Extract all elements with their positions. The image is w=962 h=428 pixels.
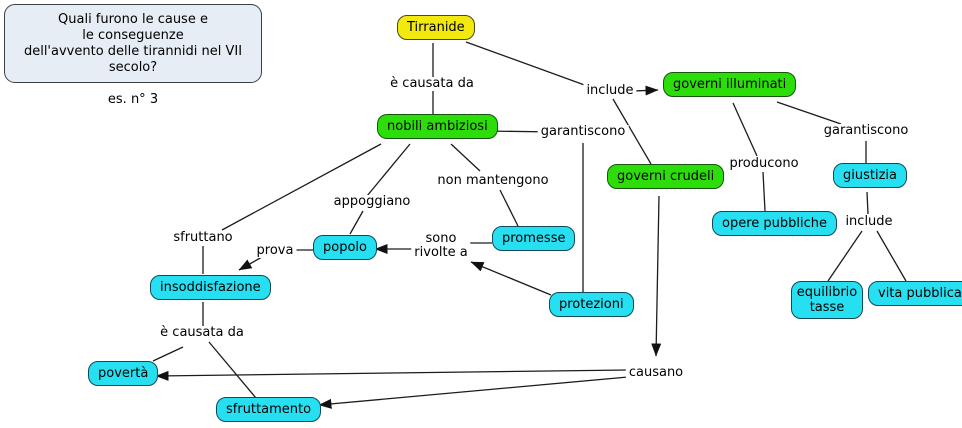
link-label-sono-rivolte-a[interactable]: sono rivolte a: [411, 232, 471, 260]
connector-causata-sfruttamento: [208, 341, 257, 399]
connector-nobili-appoggiano: [366, 143, 411, 197]
connector-appoggiano-popolo: [349, 210, 364, 235]
link-label-include-top[interactable]: include: [583, 84, 637, 98]
connector-include-equilibrio: [827, 230, 863, 282]
node-opere-pubbliche[interactable]: opere pubbliche: [712, 211, 837, 236]
link-label-prova[interactable]: prova: [253, 244, 297, 258]
node-poverta[interactable]: povertà: [88, 361, 159, 386]
link-label-garantiscono-left[interactable]: garantiscono: [537, 125, 629, 139]
node-sfruttamento[interactable]: sfruttamento: [216, 397, 322, 422]
connector-giustizia-include: [866, 191, 869, 215]
link-label-garantiscono-right[interactable]: garantiscono: [820, 124, 912, 138]
node-governi-crudeli[interactable]: governi crudeli: [607, 164, 725, 189]
link-label-non-mantengono[interactable]: non mantengono: [434, 174, 552, 188]
connector-illuminati-garantiscono: [776, 101, 842, 125]
question-exercise-number: es. n° 3: [107, 92, 159, 107]
connector-nobili-nonmantengono: [450, 143, 481, 172]
node-protezioni[interactable]: protezioni: [549, 292, 634, 317]
arrow-include-illuminati: [633, 85, 659, 96]
connector-include-vita: [876, 230, 907, 282]
connector-producono-opere: [762, 171, 766, 212]
node-insoddisfazione[interactable]: insoddisfazione: [150, 275, 271, 300]
link-label-producono[interactable]: producono: [726, 157, 802, 171]
connector-nobili-sfruttano: [221, 143, 382, 231]
node-governi-illuminati[interactable]: governi illuminati: [663, 72, 797, 97]
node-promesse[interactable]: promesse: [492, 226, 576, 251]
link-label-e-causata-da-bottom[interactable]: è causata da: [157, 326, 247, 340]
connector-nonmantengono-promesse: [499, 189, 519, 227]
connector-causata-poverta: [152, 346, 184, 362]
link-label-appoggiano[interactable]: appoggiano: [330, 195, 414, 209]
node-popolo[interactable]: popolo: [313, 235, 377, 260]
link-label-include-right[interactable]: include: [842, 215, 896, 229]
arrow-crudeli-causano: [651, 195, 662, 357]
question-line-2: le conseguenze: [82, 28, 184, 43]
question-line-1: Quali furono le cause e: [58, 12, 208, 27]
link-label-causano[interactable]: causano: [625, 366, 687, 380]
node-equilibrio-tasse[interactable]: equilibrio tasse: [791, 281, 863, 319]
link-label-e-causata-da-top[interactable]: è causata da: [387, 77, 477, 91]
arrow-prova-insoddisfazione: [238, 256, 263, 271]
arrow-causano-sfruttamento: [318, 376, 629, 409]
node-tirranide[interactable]: Tirranide: [397, 15, 475, 40]
arrow-protezioni-rivoltea: [470, 261, 552, 296]
node-nobili-ambiziosi[interactable]: nobili ambiziosi: [377, 114, 498, 139]
question-line-3: dell'avvento delle tirannidi nel VII sec…: [23, 44, 243, 75]
node-giustizia[interactable]: giustizia: [833, 163, 907, 188]
node-vita-pubblica[interactable]: vita pubblica: [868, 281, 962, 306]
connector-illuminati-producono: [732, 102, 758, 157]
arrow-causano-poverta: [155, 369, 629, 381]
question-box[interactable]: Quali furono le cause e le conseguenze d…: [4, 4, 262, 107]
connector-tirranide-include: [465, 41, 591, 88]
link-label-sfruttano[interactable]: sfruttano: [170, 231, 236, 245]
connector-include-crudeli: [612, 98, 652, 165]
